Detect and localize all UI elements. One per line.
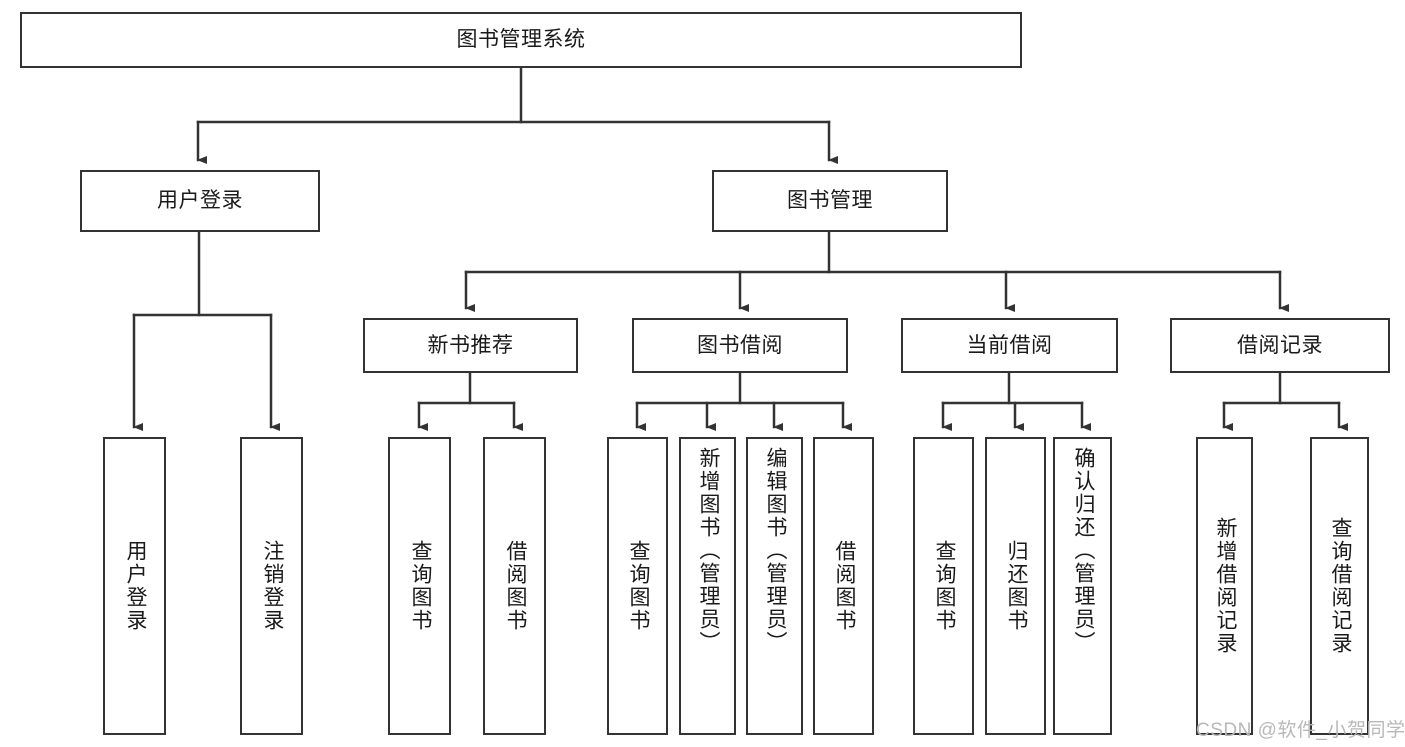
node-leaf-return-book[interactable]: 归还图书 bbox=[985, 437, 1046, 735]
node-leaf-add-book-admin-label: 新增图书（管理员） bbox=[696, 447, 720, 654]
node-leaf-edit-book-admin[interactable]: 编辑图书（管理员） bbox=[746, 437, 803, 735]
node-borrow-record-label: 借阅记录 bbox=[1237, 333, 1323, 357]
node-leaf-borrow-book-borrow[interactable]: 借阅图书 bbox=[813, 437, 874, 735]
node-leaf-borrow-book-recommend-label: 借阅图书 bbox=[503, 540, 527, 632]
node-book-manage[interactable]: 图书管理 bbox=[712, 170, 948, 232]
node-leaf-query-book-recommend-label: 查询图书 bbox=[408, 540, 432, 632]
node-leaf-borrow-book-recommend[interactable]: 借阅图书 bbox=[483, 437, 546, 735]
node-new-book-recommend-label: 新书推荐 bbox=[427, 333, 514, 357]
node-leaf-confirm-return-admin[interactable]: 确认归还（管理员） bbox=[1053, 437, 1112, 735]
node-leaf-logout-login-label: 注销登录 bbox=[260, 540, 284, 632]
node-root-label: 图书管理系统 bbox=[456, 28, 586, 52]
node-book-manage-label: 图书管理 bbox=[787, 189, 873, 213]
node-user-login[interactable]: 用户登录 bbox=[80, 170, 320, 232]
node-book-borrow[interactable]: 图书借阅 bbox=[632, 318, 848, 373]
node-leaf-return-book-label: 归还图书 bbox=[1004, 540, 1028, 632]
node-leaf-query-borrow-record-label: 查询借阅记录 bbox=[1328, 517, 1352, 655]
node-leaf-borrow-book-borrow-label: 借阅图书 bbox=[832, 540, 856, 632]
node-leaf-confirm-return-admin-label: 确认归还（管理员） bbox=[1071, 447, 1095, 654]
node-leaf-user-login-label: 用户登录 bbox=[123, 540, 147, 632]
node-user-login-label: 用户登录 bbox=[157, 189, 243, 213]
node-leaf-query-book-borrow[interactable]: 查询图书 bbox=[607, 437, 668, 735]
node-leaf-logout-login[interactable]: 注销登录 bbox=[240, 437, 303, 735]
node-leaf-edit-book-admin-label: 编辑图书（管理员） bbox=[763, 447, 787, 654]
node-book-borrow-label: 图书借阅 bbox=[697, 333, 783, 357]
node-current-borrow[interactable]: 当前借阅 bbox=[901, 318, 1118, 373]
node-leaf-user-login[interactable]: 用户登录 bbox=[103, 437, 166, 735]
node-borrow-record[interactable]: 借阅记录 bbox=[1170, 318, 1390, 373]
node-leaf-add-borrow-record-label: 新增借阅记录 bbox=[1213, 517, 1237, 655]
node-leaf-query-book-borrow-label: 查询图书 bbox=[626, 540, 650, 632]
node-leaf-add-book-admin[interactable]: 新增图书（管理员） bbox=[679, 437, 736, 735]
node-root[interactable]: 图书管理系统 bbox=[20, 12, 1022, 68]
node-leaf-query-book-recommend[interactable]: 查询图书 bbox=[388, 437, 451, 735]
node-leaf-query-book-current[interactable]: 查询图书 bbox=[913, 437, 974, 735]
node-current-borrow-label: 当前借阅 bbox=[966, 333, 1053, 357]
node-leaf-query-borrow-record[interactable]: 查询借阅记录 bbox=[1310, 437, 1369, 735]
node-leaf-query-book-current-label: 查询图书 bbox=[932, 540, 956, 632]
node-new-book-recommend[interactable]: 新书推荐 bbox=[363, 318, 578, 373]
node-leaf-add-borrow-record[interactable]: 新增借阅记录 bbox=[1196, 437, 1253, 735]
